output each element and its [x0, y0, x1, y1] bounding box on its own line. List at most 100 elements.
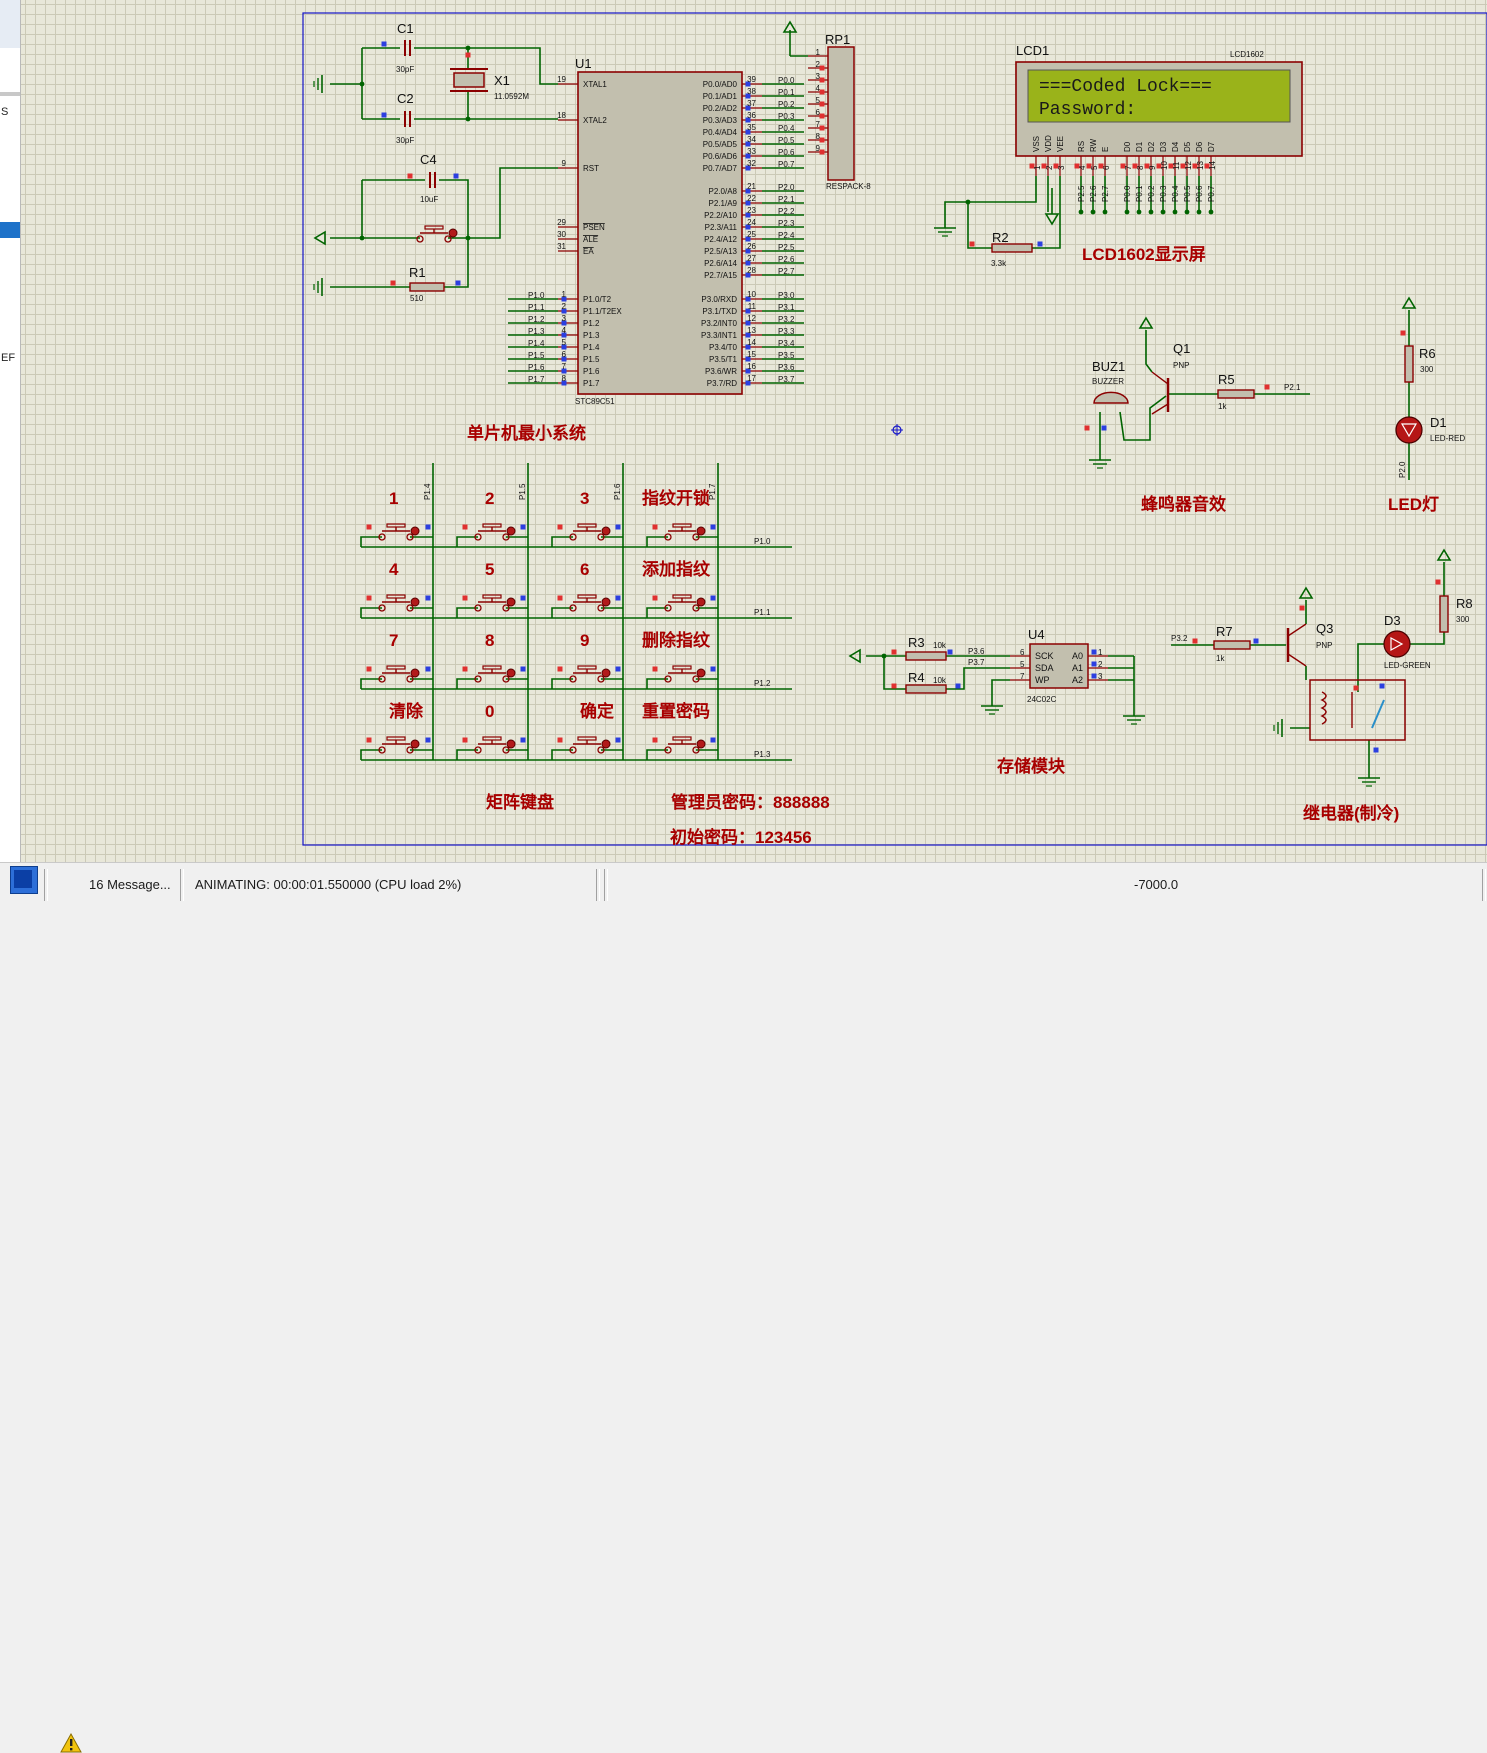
rp1-ref: RP1 — [825, 32, 850, 47]
mcu-pin-num: 10 — [747, 290, 756, 299]
lcd-pin-num: 6 — [1102, 165, 1111, 170]
wire — [551, 536, 573, 547]
mcu-pin-name: XTAL2 — [583, 116, 607, 125]
pin-marker — [891, 649, 897, 655]
initial-password-label: 初始密码：123456 — [670, 827, 812, 847]
mcu-pin-name: P2.4/A12 — [704, 235, 737, 244]
r7-ref: R7 — [1216, 624, 1233, 639]
c2-ref: C2 — [397, 91, 414, 106]
messages-count[interactable]: 16 Message... — [89, 877, 171, 892]
left-panel-selected-row[interactable] — [0, 222, 20, 238]
net-label: P2.5 — [1077, 185, 1086, 202]
c1-ref: C1 — [397, 21, 414, 36]
pin-marker — [1192, 638, 1198, 644]
left-panel-tab[interactable] — [0, 0, 20, 48]
mcu-pin-name: P2.0/A8 — [709, 187, 738, 196]
keypad-key-label: 重置密码 — [642, 701, 710, 721]
pin-marker — [1041, 163, 1047, 169]
stop-simulation-button[interactable] — [10, 866, 38, 894]
wire — [360, 749, 382, 760]
power-symbol — [1138, 316, 1154, 329]
mcu-pin-name: P3.0/RXD — [701, 295, 737, 304]
pin-marker — [745, 356, 751, 362]
pin-marker — [652, 524, 658, 530]
keypad-key-label: 5 — [485, 560, 494, 579]
wire — [360, 536, 382, 547]
mcu-pin-name: P1.6 — [583, 367, 600, 376]
led-d1 — [1395, 416, 1423, 444]
pin-marker — [745, 380, 751, 386]
wire — [414, 47, 558, 85]
net-label: P2.6 — [1089, 185, 1098, 202]
junction — [1208, 209, 1214, 215]
pin-marker — [561, 368, 567, 374]
keypad-key-label: 6 — [580, 560, 589, 579]
keypad-key-label: 指纹开锁 — [642, 488, 710, 508]
net-label: P0.0 — [778, 76, 795, 85]
wire — [944, 176, 1037, 228]
mcu-pin-num: 29 — [557, 218, 566, 227]
mcu-pin-num: 36 — [747, 111, 756, 120]
schematic-drawing: U1STC89C5119XTAL118XTAL29RST29PSEN30ALE3… — [302, 12, 1487, 847]
r6 — [1404, 345, 1414, 383]
sheet-border — [302, 12, 1487, 846]
pin-marker — [1299, 605, 1305, 611]
net-label: P0.1 — [1135, 185, 1144, 202]
rp1-pin-num: 9 — [816, 144, 821, 153]
lcd-pin-num: 8 — [1136, 165, 1145, 170]
cursor-coordinate: -7000.0 — [1134, 877, 1179, 892]
c2-value: 30pF — [396, 136, 414, 145]
pin-marker — [381, 112, 387, 118]
left-panel-tab-ef[interactable]: EF — [1, 352, 16, 364]
wire — [456, 536, 478, 547]
rp1-pin-num: 6 — [816, 108, 821, 117]
lcd-pin-num: 9 — [1148, 165, 1157, 170]
pin-marker — [615, 666, 621, 672]
left-panel-tab-s[interactable]: S — [1, 106, 9, 118]
pin-marker — [819, 101, 825, 107]
r2-value: 3.3k — [991, 259, 1007, 268]
mcu-pin-num: 7 — [562, 362, 567, 371]
pin-marker — [1091, 661, 1097, 667]
mcu-pin-name: P2.5/A13 — [704, 247, 737, 256]
mcu-pin-num: 31 — [557, 242, 566, 251]
r5-ref: R5 — [1218, 372, 1235, 387]
mcu-pin-num: 13 — [747, 326, 756, 335]
r4-ref: R4 — [908, 670, 925, 685]
pin-marker — [652, 595, 658, 601]
mcu-pin-name: P3.4/T0 — [709, 343, 738, 352]
wire — [646, 749, 668, 760]
crystal-x1 — [453, 72, 485, 88]
section-label-mcu: 单片机最小系统 — [467, 423, 586, 443]
pin-marker — [1253, 638, 1259, 644]
net-label: P1.0 — [754, 537, 771, 546]
pin-marker — [819, 137, 825, 143]
x1-ref: X1 — [494, 73, 510, 88]
net-label: P0.0 — [1123, 185, 1132, 202]
net-label: P1.1 — [528, 303, 545, 312]
lcd-pin-name: D5 — [1183, 141, 1192, 152]
wire — [551, 607, 573, 618]
pin-marker — [745, 368, 751, 374]
net-label: P1.5 — [528, 351, 545, 360]
mcu-pin-num: 28 — [747, 266, 756, 275]
mcu-pin-name: P1.3 — [583, 331, 600, 340]
r5 — [1217, 389, 1255, 399]
mcu-pin-name: P3.1/TXD — [702, 307, 737, 316]
pin-marker — [745, 332, 751, 338]
u4-pin-name: SDA — [1035, 663, 1054, 673]
junction — [1136, 209, 1142, 215]
pin-marker — [425, 666, 431, 672]
lcd-part: LCD1602 — [1230, 50, 1264, 59]
mcu-pin-num: 5 — [562, 338, 567, 347]
pin-marker — [366, 595, 372, 601]
pin-marker — [615, 524, 621, 530]
pin-marker — [819, 65, 825, 71]
pin-marker — [1132, 163, 1138, 169]
pin-marker — [947, 649, 953, 655]
wire — [946, 667, 1010, 690]
pin-marker — [366, 666, 372, 672]
warning-icon[interactable] — [60, 1733, 82, 1753]
net-label: P0.2 — [1147, 185, 1156, 202]
